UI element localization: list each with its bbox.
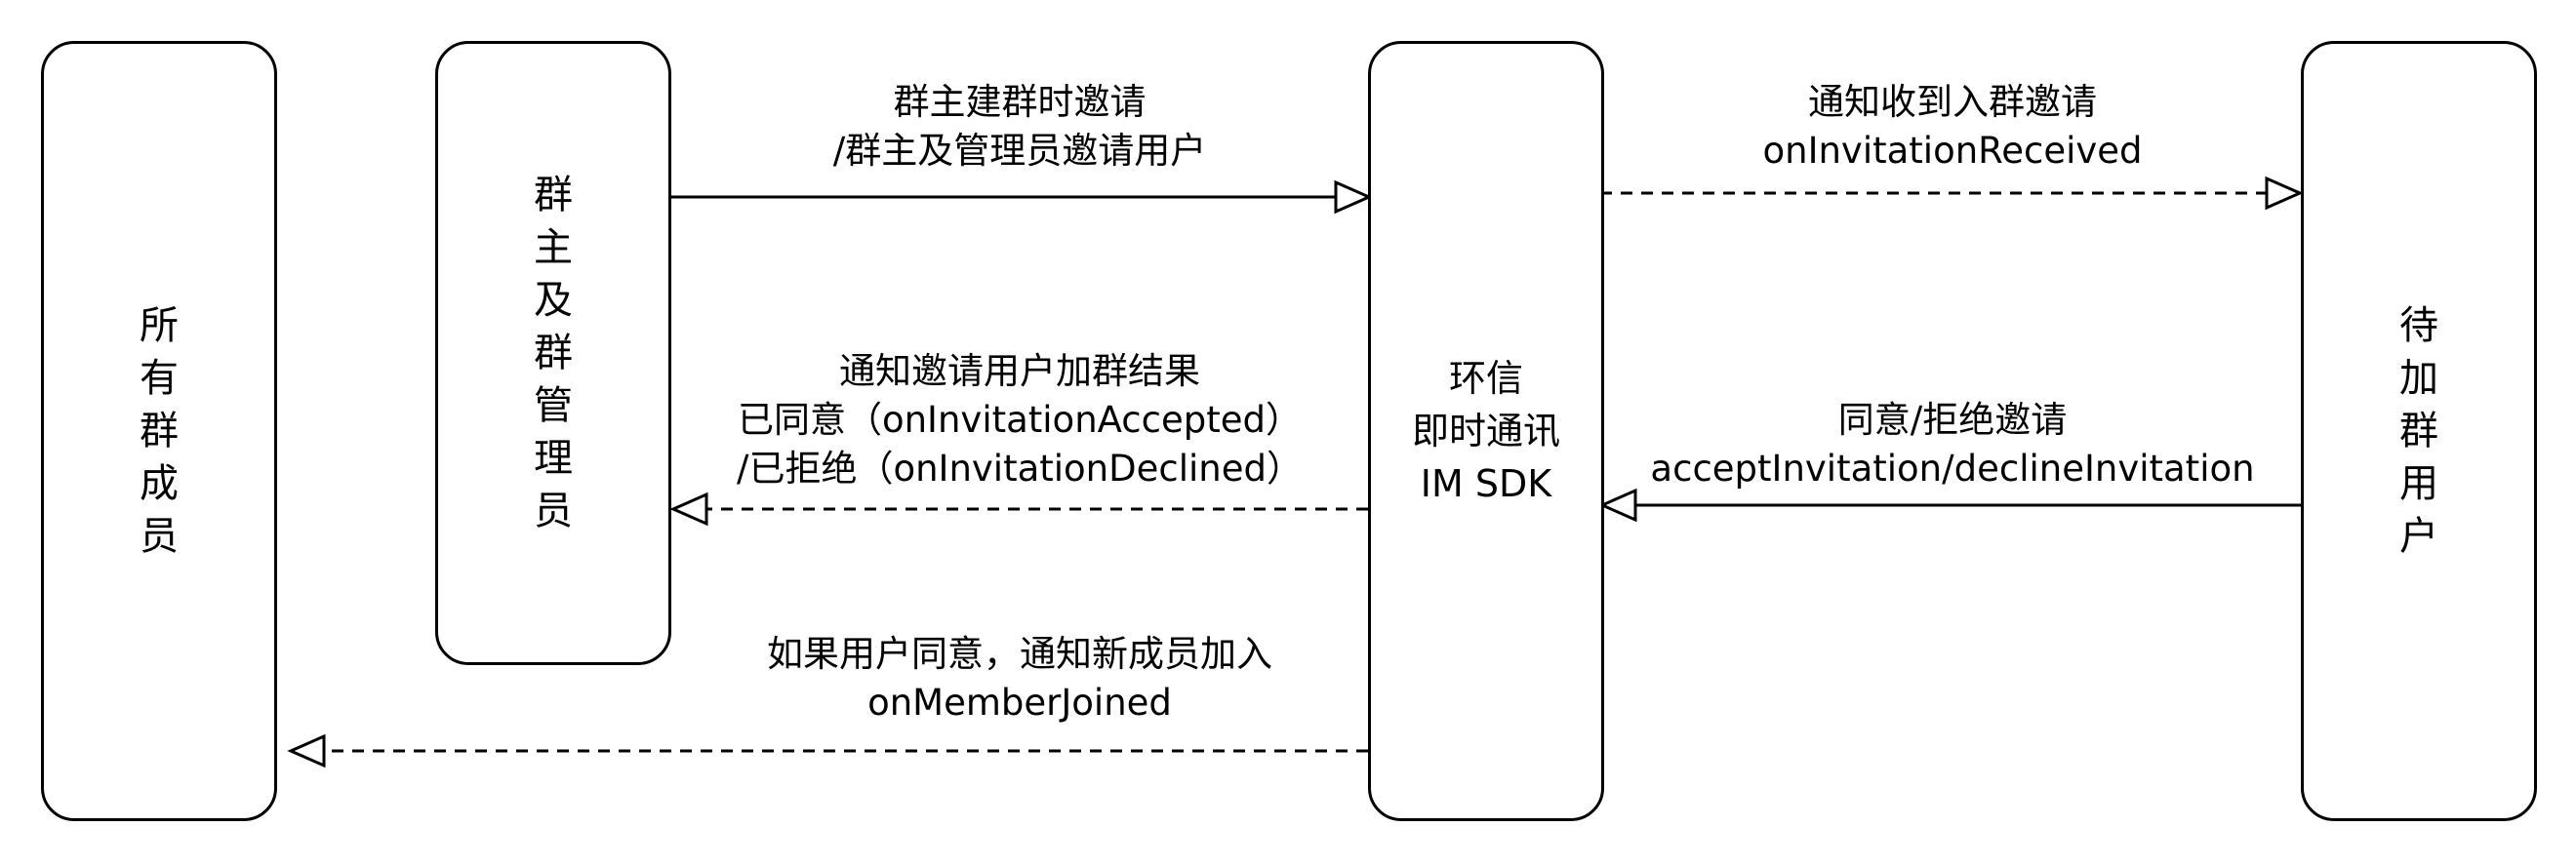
node-sdk: 环信 即时通讯 IM SDK <box>1368 41 1604 821</box>
edge-label-line: /已拒绝（onInvitationDeclined） <box>736 448 1303 490</box>
node-owner-admins-label: 群主及群管理员 <box>534 173 573 533</box>
edge-label-line: onInvitationReceived <box>1762 130 2143 172</box>
node-invitee: 待加群用户 <box>2301 41 2537 821</box>
node-sdk-label: 环信 即时通讯 IM SDK <box>1412 352 1560 510</box>
node-all-members: 所有群成员 <box>41 41 277 821</box>
edge-notify-invitee <box>1600 176 2304 211</box>
edge-label-line: /群主及管理员邀请用户 <box>832 130 1207 172</box>
node-sdk-line: IM SDK <box>1420 462 1552 505</box>
edge-notify-invitee-label: 通知收到入群邀请 onInvitationReceived <box>1606 78 2299 176</box>
node-owner-admins: 群主及群管理员 <box>435 41 671 665</box>
node-sdk-line: 环信 <box>1448 357 1523 400</box>
edge-invite <box>669 179 1373 215</box>
edge-label-line: 已同意（onInvitationAccepted） <box>737 399 1303 441</box>
edge-invite-result-label: 通知邀请用户加群结果 已同意（onInvitationAccepted） /已拒… <box>673 347 1366 493</box>
edge-accept-decline <box>1598 488 2301 523</box>
edge-label-line: 同意/拒绝邀请 <box>1837 399 2068 441</box>
edge-invite-label: 群主建群时邀请 /群主及管理员邀请用户 <box>673 78 1366 176</box>
edge-label-line: 通知收到入群邀请 <box>1808 81 2097 123</box>
edge-label-line: 通知邀请用户加群结果 <box>839 350 1200 392</box>
node-invitee-label: 待加群用户 <box>2399 303 2438 559</box>
edge-label-line: onMemberJoined <box>867 682 1172 724</box>
edge-member-joined <box>287 733 1368 768</box>
edge-label-line: 群主建群时邀请 <box>893 81 1147 123</box>
node-sdk-line: 即时通讯 <box>1411 410 1560 453</box>
edge-label-line: 如果用户同意，通知新成员加入 <box>767 633 1272 675</box>
edge-invite-result <box>669 492 1368 527</box>
edge-accept-decline-label: 同意/拒绝邀请 acceptInvitation/declineInvitati… <box>1606 396 2299 493</box>
edge-label-line: acceptInvitation/declineInvitation <box>1650 448 2255 490</box>
edge-member-joined-label: 如果用户同意，通知新成员加入 onMemberJoined <box>673 630 1366 728</box>
node-all-members-label: 所有群成员 <box>140 303 179 559</box>
